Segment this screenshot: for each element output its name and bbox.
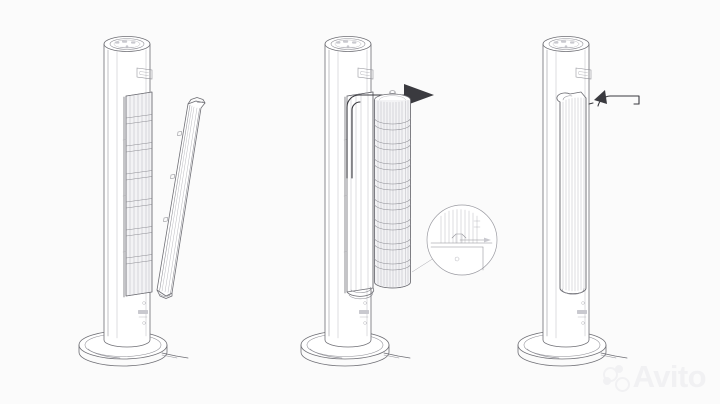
timer-button-icon [570,41,575,44]
extract-arrow-icon [346,84,434,179]
door-latch[interactable] [136,67,153,80]
front-display [138,301,148,325]
top-control-panel[interactable] [548,38,584,50]
speed-button-icon [343,40,349,43]
power-button-icon [554,41,559,44]
mode-button-icon [346,45,350,48]
power-button-icon [336,41,341,44]
step-3-group [517,36,640,367]
power-button-icon [115,41,120,44]
front-display [359,301,369,325]
speed-button-icon [561,40,567,43]
mode-button-icon [125,45,129,48]
door-latch[interactable] [575,67,592,80]
grille-door-open[interactable] [156,97,206,299]
step-1-group [78,36,206,367]
top-control-panel[interactable] [330,38,366,50]
filter-cavity [122,91,153,298]
power-cord [161,352,189,359]
timer-button-icon [131,41,136,44]
door-latch[interactable] [357,67,374,80]
step-2-group [300,36,498,367]
timer-button-icon [352,41,357,44]
empty-filter-cavity [343,91,375,300]
mode-button-icon [564,45,568,48]
close-arrow-icon [588,90,640,107]
power-cord [383,352,411,359]
callout-contents [430,209,493,271]
speed-button-icon [122,40,128,43]
grille-door-closed[interactable] [556,91,587,295]
top-control-panel[interactable] [109,38,145,50]
front-display [577,301,587,325]
power-cord [600,352,628,359]
detail-callout [411,204,498,276]
cylindrical-filter[interactable] [374,90,411,289]
